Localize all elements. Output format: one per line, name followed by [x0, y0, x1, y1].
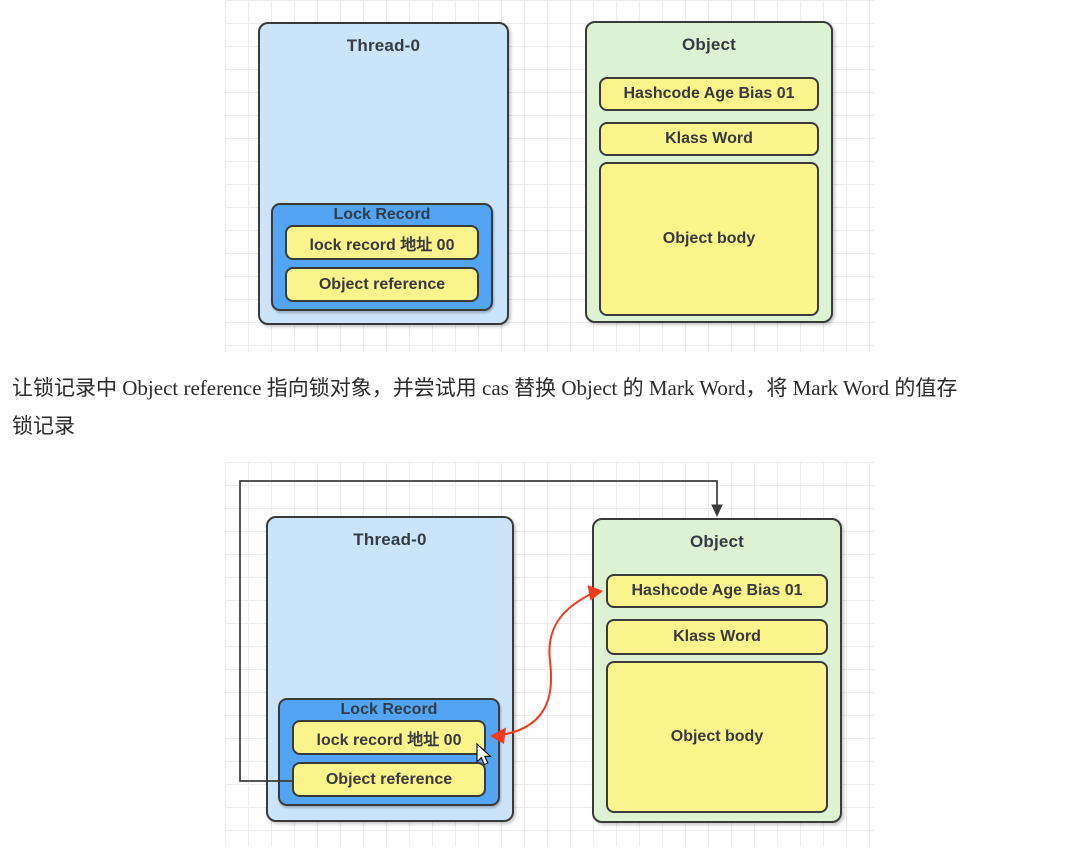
lock-record-title: Lock Record — [340, 701, 438, 718]
object-title: Object — [689, 532, 745, 551]
mark-word-cell: Hashcode Age Bias 01 — [606, 574, 828, 608]
mark-word-cell: Hashcode Age Bias 01 — [599, 77, 819, 111]
object-reference-cell: Object reference — [285, 267, 479, 302]
caption-text: 让锁记录中 Object reference 指向锁对象，并尝试用 cas 替换… — [12, 369, 1075, 445]
thread-box-bottom: Thread-0 Lock Record lock record 地址 00 O… — [266, 516, 514, 822]
caption-line-2: 锁记录 — [12, 414, 75, 438]
thread-title: Thread-0 — [346, 36, 421, 55]
object-body-cell: Object body — [606, 661, 828, 813]
caption-line-1: 让锁记录中 Object reference 指向锁对象，并尝试用 cas 替换… — [12, 376, 958, 400]
thread-box-top: Thread-0 Lock Record lock record 地址 00 O… — [258, 22, 509, 325]
lock-record-box-top: Lock Record lock record 地址 00 Object ref… — [271, 203, 493, 311]
object-title: Object — [681, 35, 737, 54]
object-box-bottom: Object Hashcode Age Bias 01 Klass Word O… — [592, 518, 842, 823]
lock-record-title: Lock Record — [333, 206, 431, 223]
lock-record-address-cell: lock record 地址 00 — [285, 225, 479, 260]
klass-word-cell: Klass Word — [606, 619, 828, 655]
klass-word-cell: Klass Word — [599, 122, 819, 156]
lock-record-box-bottom: Lock Record lock record 地址 00 Object ref… — [278, 698, 500, 806]
lock-record-address-cell: lock record 地址 00 — [292, 720, 486, 755]
object-reference-cell: Object reference — [292, 762, 486, 797]
object-body-cell: Object body — [599, 162, 819, 316]
thread-title: Thread-0 — [353, 530, 427, 549]
object-box-top: Object Hashcode Age Bias 01 Klass Word O… — [585, 21, 833, 323]
